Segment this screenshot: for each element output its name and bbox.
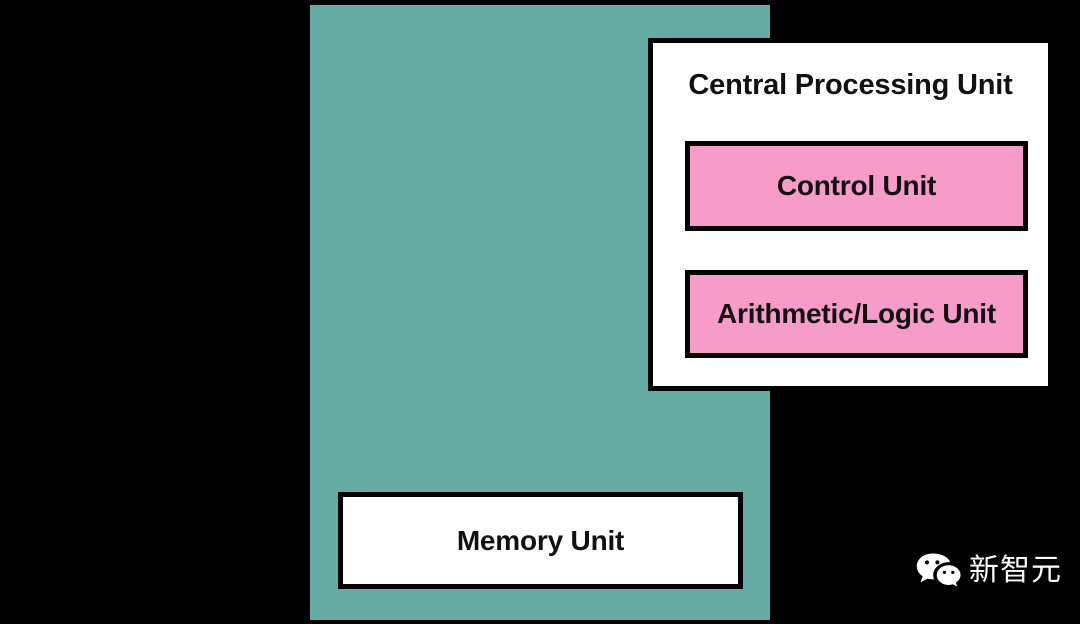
control-unit-label: Control Unit [776, 170, 937, 201]
arithmetic-logic-unit-label: Arithmetic/Logic Unit [717, 298, 996, 329]
arithmetic-logic-unit-box: Arithmetic/Logic Unit [685, 270, 1028, 358]
watermark: 新智元 [916, 552, 1062, 590]
memory-unit-label: Memory Unit [456, 524, 625, 556]
cpu-memory-connectors [808, 387, 893, 497]
central-processing-unit-box: Central Processing Unit Control Unit Ari… [648, 38, 1053, 391]
cpu-to-memory-arrow [808, 387, 844, 497]
watermark-text: 新智元 [969, 553, 1062, 588]
memory-unit-box: Memory Unit [338, 492, 743, 589]
teal-background-panel: Central Processing Unit Control Unit Ari… [310, 5, 1053, 620]
memory-to-cpu-arrow [857, 391, 893, 497]
wechat-icon [916, 553, 962, 590]
cpu-title-label: Central Processing Unit [688, 69, 1013, 101]
control-unit-box: Control Unit [685, 141, 1028, 231]
